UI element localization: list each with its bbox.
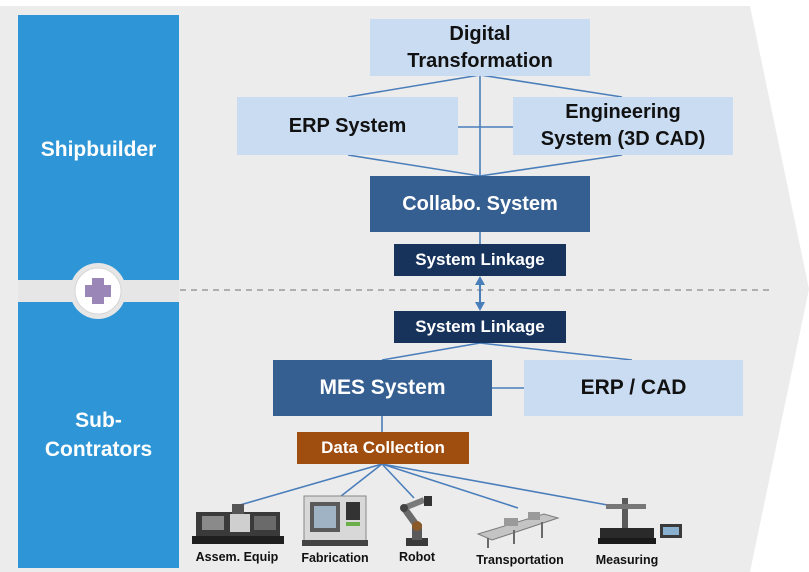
system-linkage-bottom: System Linkage [394,311,566,343]
erp-cad-box: ERP / CAD [524,360,743,416]
equipment-label: Robot [398,550,436,564]
equipment-label: Assem. Equip [195,550,279,564]
measuring-machine-icon [598,498,682,544]
digital-transformation-box: Digital Transformation [370,19,590,76]
mes-system-box: MES System [273,360,492,416]
shipbuilder-label: Shipbuilder [18,15,179,283]
equipment-label: Transportation [476,553,564,567]
assembly-equipment-icon [192,504,284,544]
fabrication-machine-icon [302,495,368,546]
collabo-system-box: Collabo. System [370,176,590,232]
data-collection-box: Data Collection [297,432,469,464]
equipment-label: Fabrication [301,551,369,565]
erp-system-box: ERP System [237,97,458,155]
system-linkage-top: System Linkage [394,244,566,276]
engineering-system-box: Engineering System (3D CAD) [513,97,733,155]
conveyor-icon [476,512,560,548]
equipment-label: Measuring [595,553,659,567]
robot-arm-icon [400,496,432,546]
subcontractor-label: Sub- Contrators [18,301,179,568]
plus-icon [18,263,179,319]
